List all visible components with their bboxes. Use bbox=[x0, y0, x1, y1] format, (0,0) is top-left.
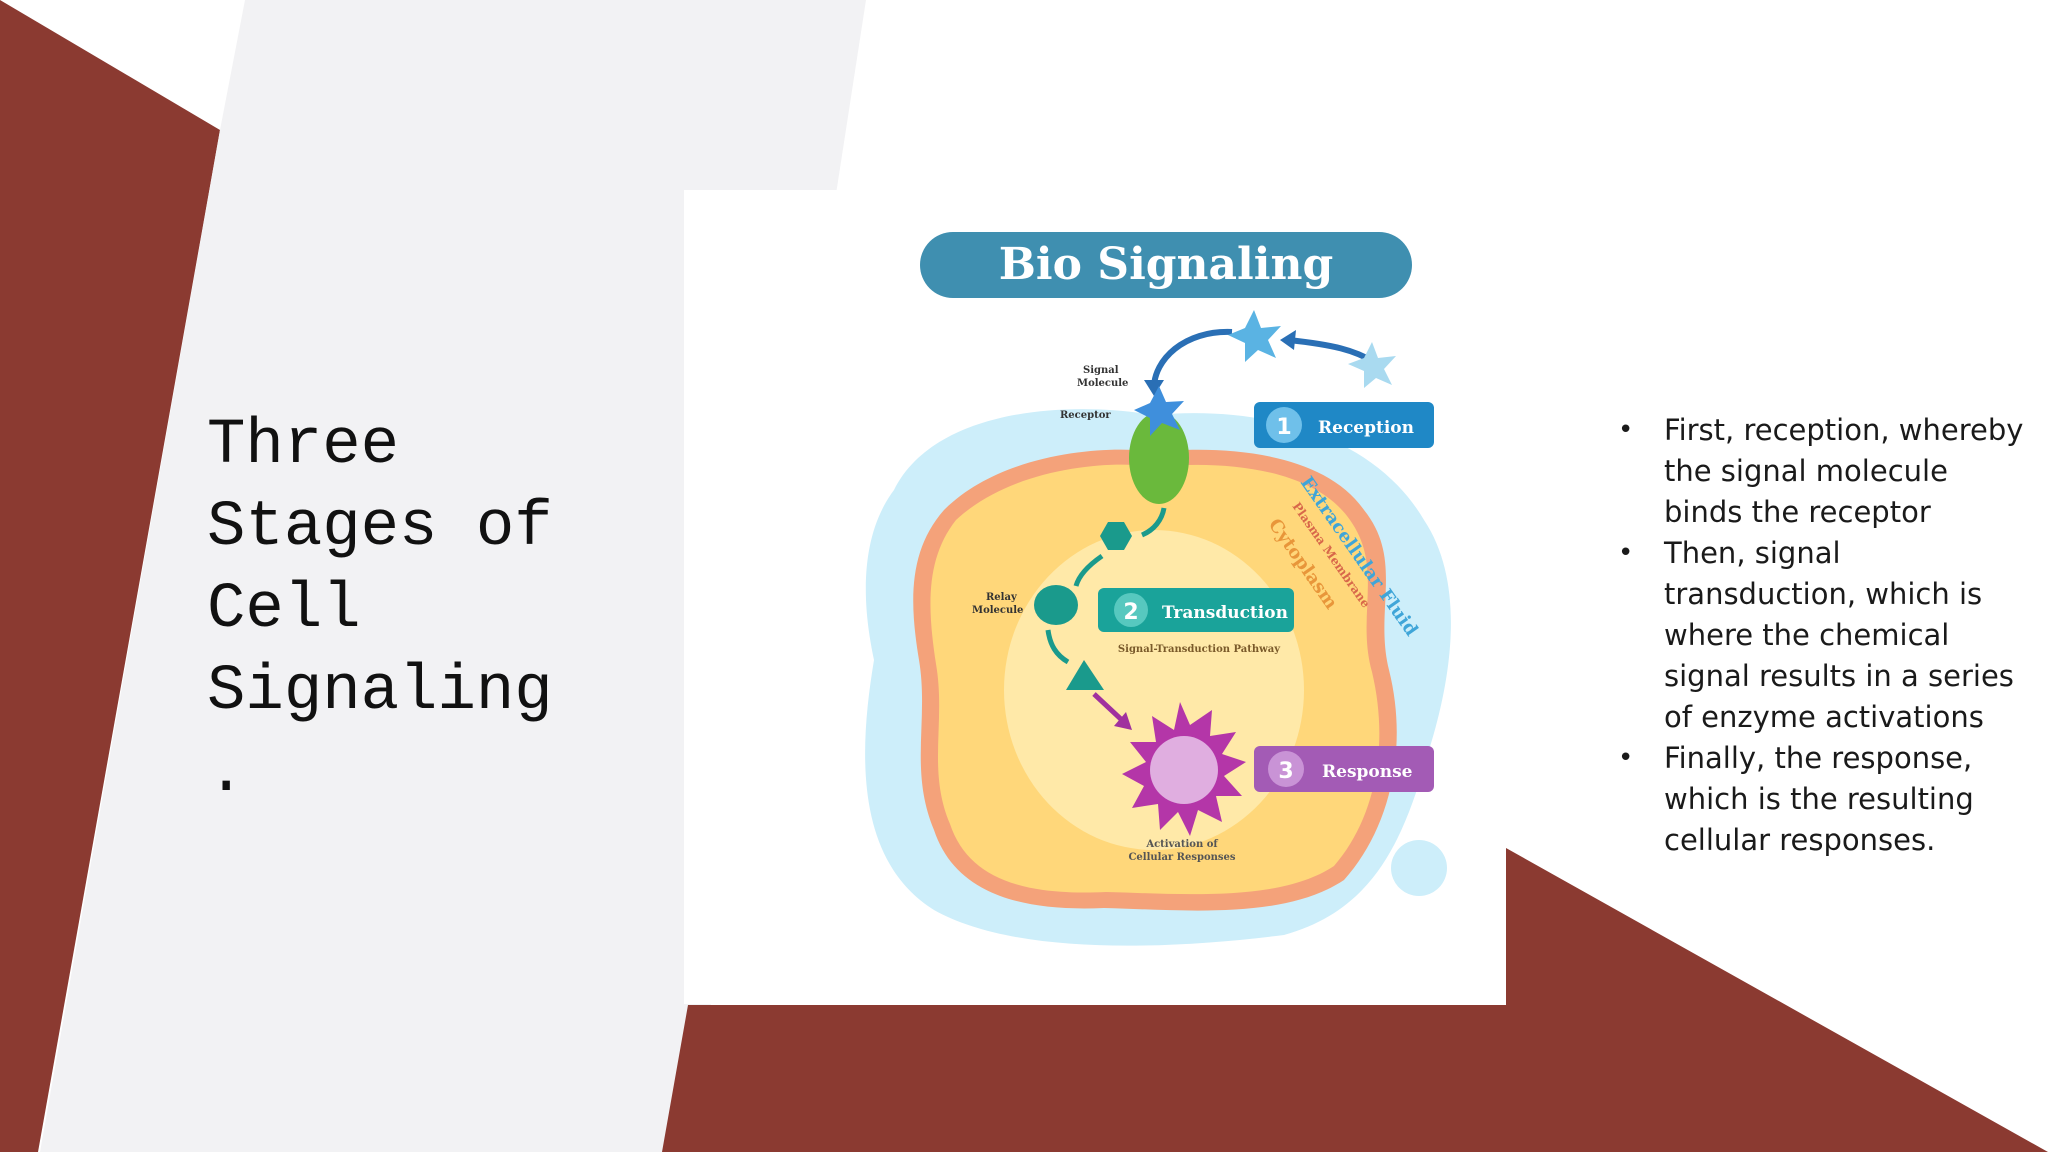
bullet-item: • First, reception, whereby the signal mo… bbox=[1612, 410, 2032, 533]
accent-shape-left bbox=[0, 0, 220, 1152]
relay-arrow-3 bbox=[1045, 629, 1070, 665]
receptor bbox=[1129, 412, 1189, 504]
response-core bbox=[1150, 736, 1218, 804]
relay-triangle bbox=[1066, 660, 1104, 690]
svg-text:Response: Response bbox=[1322, 762, 1413, 782]
svg-text:Reception: Reception bbox=[1318, 418, 1414, 438]
receptor-label: Receptor bbox=[1060, 410, 1111, 421]
signal-arrow-2 bbox=[1151, 328, 1233, 389]
relay-arrow-2 bbox=[1073, 553, 1104, 587]
bullet-dot: • bbox=[1618, 538, 1634, 568]
relay-arrow-1 bbox=[1140, 507, 1167, 538]
relay-hexagon bbox=[1100, 522, 1132, 550]
stage-tag-response: 3 Response bbox=[1254, 746, 1434, 792]
signal-molecule-star-far bbox=[1348, 342, 1396, 388]
bullet-item: • Then, signal transduction, which is whe… bbox=[1612, 533, 2032, 738]
pathway-label: Signal-Transduction Pathway bbox=[1118, 644, 1281, 655]
svg-text:Transduction: Transduction bbox=[1162, 603, 1288, 623]
bullet-list: • First, reception, whereby the signal mo… bbox=[1612, 410, 2032, 861]
fluid-bubble bbox=[1391, 840, 1447, 896]
bullet-dot: • bbox=[1618, 743, 1634, 773]
signal-arrowhead-2 bbox=[1144, 380, 1164, 396]
relay-arrow-4 bbox=[1092, 692, 1126, 724]
signal-arrowhead-1 bbox=[1280, 330, 1296, 350]
svg-text:2: 2 bbox=[1123, 600, 1138, 625]
slide-title: Three Stages of Cell Signaling . bbox=[207, 410, 553, 810]
signal-molecule-star-mid bbox=[1228, 310, 1281, 362]
bullet-dot: • bbox=[1618, 415, 1634, 445]
stage-tag-reception: 1 Reception bbox=[1254, 402, 1434, 448]
bullet-text: Then, signal transduction, which is wher… bbox=[1664, 536, 2014, 734]
relay-molecule bbox=[1034, 585, 1078, 625]
relay-arrowhead-4 bbox=[1114, 712, 1132, 730]
diagram-title: Bio Signaling bbox=[999, 239, 1334, 290]
diagram-header bbox=[920, 232, 1412, 298]
bound-signal-molecule bbox=[1134, 386, 1184, 436]
bullet-text: Finally, the response, which is the resu… bbox=[1664, 741, 1974, 857]
svg-text:3: 3 bbox=[1278, 759, 1293, 784]
signal-arrow-1 bbox=[1288, 337, 1376, 365]
stage-tag-transduction: 2 Transduction bbox=[1098, 588, 1294, 632]
bullet-text: First, reception, whereby the signal mol… bbox=[1664, 413, 2024, 529]
accent-shape-bottom bbox=[662, 848, 2048, 1152]
svg-text:1: 1 bbox=[1276, 415, 1291, 440]
gray-panel bbox=[40, 0, 866, 1152]
bullet-item: • Finally, the response, which is the res… bbox=[1612, 738, 2032, 861]
